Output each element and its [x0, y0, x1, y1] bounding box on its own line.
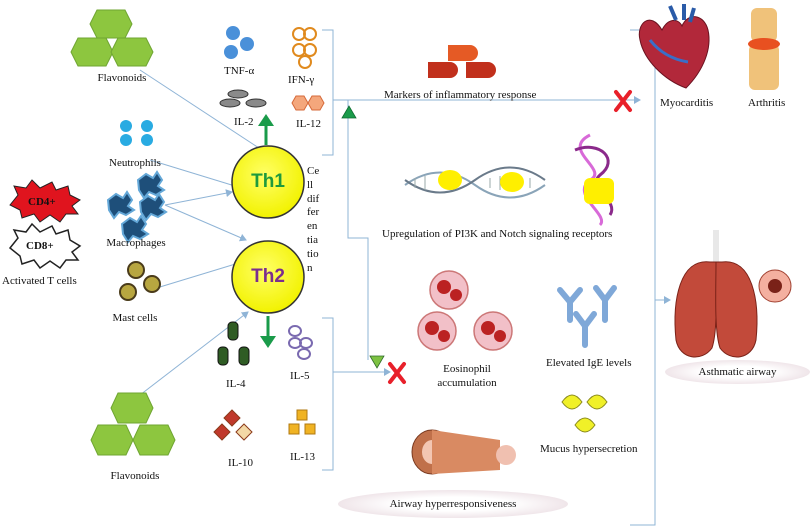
eosinophil-icon — [417, 270, 513, 351]
cd8-burst-icon — [8, 222, 82, 270]
up-arrow-head — [258, 114, 274, 126]
tnf-alpha-label: TNF-α — [224, 65, 255, 77]
airway-hyperresponsiveness-ellipse: Airway hyperresponsiveness — [338, 490, 568, 518]
cell-diff-line: ll — [307, 178, 314, 191]
cell-diff-line: n — [307, 261, 313, 274]
activated-t-cells-label: Activated T cells — [2, 275, 77, 287]
heart-icon — [638, 4, 710, 89]
hexagon-cluster-icon — [70, 9, 154, 67]
mucus-label: Mucus hypersecretion — [540, 443, 638, 455]
down-arrow-head — [260, 336, 276, 348]
cd8-label: CD8+ — [26, 240, 54, 252]
th2-label: Th2 — [251, 266, 285, 287]
triangle-up-marker — [341, 105, 357, 119]
flavonoids-top-label: Flavonoids — [97, 72, 147, 84]
arthritis-label: Arthritis — [748, 97, 786, 109]
il5-icon — [288, 325, 313, 360]
il12-label: IL-12 — [296, 118, 322, 130]
il10-label: IL-10 — [228, 457, 254, 469]
airway-tube-icon — [411, 429, 516, 475]
antibody-icon — [557, 285, 617, 348]
asthmatic-airway-label: Asthmatic airway — [698, 366, 777, 378]
droplet-icon — [561, 394, 608, 433]
il13-label: IL-13 — [290, 451, 316, 463]
eosinophil-label: Eosinophil accumulation — [437, 363, 497, 389]
macrophages-label: Macrophages — [106, 237, 166, 249]
il10-icon — [213, 409, 253, 441]
cell-diff-line: dif — [307, 192, 320, 205]
hexagon-cluster-icon — [90, 392, 176, 456]
lungs-icon — [674, 230, 792, 358]
mast-cell-icon — [119, 261, 161, 301]
red-x-icon — [388, 362, 406, 384]
red-x-icon — [614, 90, 632, 112]
th1-label: Th1 — [251, 171, 285, 192]
ifn-gamma-icon — [292, 27, 317, 69]
asthmatic-airway-ellipse: Asthmatic airway — [665, 360, 810, 384]
il2-label: IL-2 — [234, 116, 254, 128]
cell-diff-line: Ce — [307, 165, 320, 177]
ifn-gamma-label: IFN-γ — [288, 74, 315, 86]
il4-icon — [217, 321, 250, 366]
il13-icon — [288, 409, 316, 435]
il12-icon — [291, 95, 325, 111]
cd4-burst-icon — [9, 179, 81, 223]
protein-icon — [574, 133, 614, 227]
neutrophil-icon — [120, 120, 153, 146]
macrophage-icon — [106, 170, 168, 244]
cell-diff-line: fer — [307, 206, 320, 219]
cell-diff-line: en — [307, 220, 318, 233]
th2-cell — [231, 240, 305, 314]
cell-diff-line: tia — [307, 233, 318, 246]
mast-cells-label: Mast cells — [112, 312, 158, 324]
th1-cell — [231, 145, 305, 219]
dna-icon — [404, 166, 546, 199]
upregulation-label: Upregulation of PI3K and Notch signaling… — [382, 228, 613, 240]
airway-hyperresponsiveness-label: Airway hyperresponsiveness — [389, 498, 517, 510]
cd4-label: CD4+ — [28, 196, 56, 208]
markers-label: Markers of inflammatory response — [384, 89, 537, 101]
flavonoids-bottom-label: Flavonoids — [110, 470, 160, 482]
il5-label: IL-5 — [290, 370, 310, 382]
myocarditis-label: Myocarditis — [660, 97, 714, 109]
triangle-down-marker — [369, 355, 385, 369]
ige-label: Elevated IgE levels — [546, 357, 632, 369]
joint-icon — [748, 8, 780, 90]
il4-label: IL-4 — [226, 378, 246, 390]
cell-differentiation-label: Ce ll dif fer en tia tio n — [307, 165, 329, 275]
il2-icon — [219, 89, 267, 108]
tnf-alpha-icon — [224, 26, 254, 59]
cell-diff-line: tio — [307, 247, 319, 260]
neutrophils-label: Neutrophils — [109, 157, 161, 169]
markers-icon — [428, 45, 496, 78]
